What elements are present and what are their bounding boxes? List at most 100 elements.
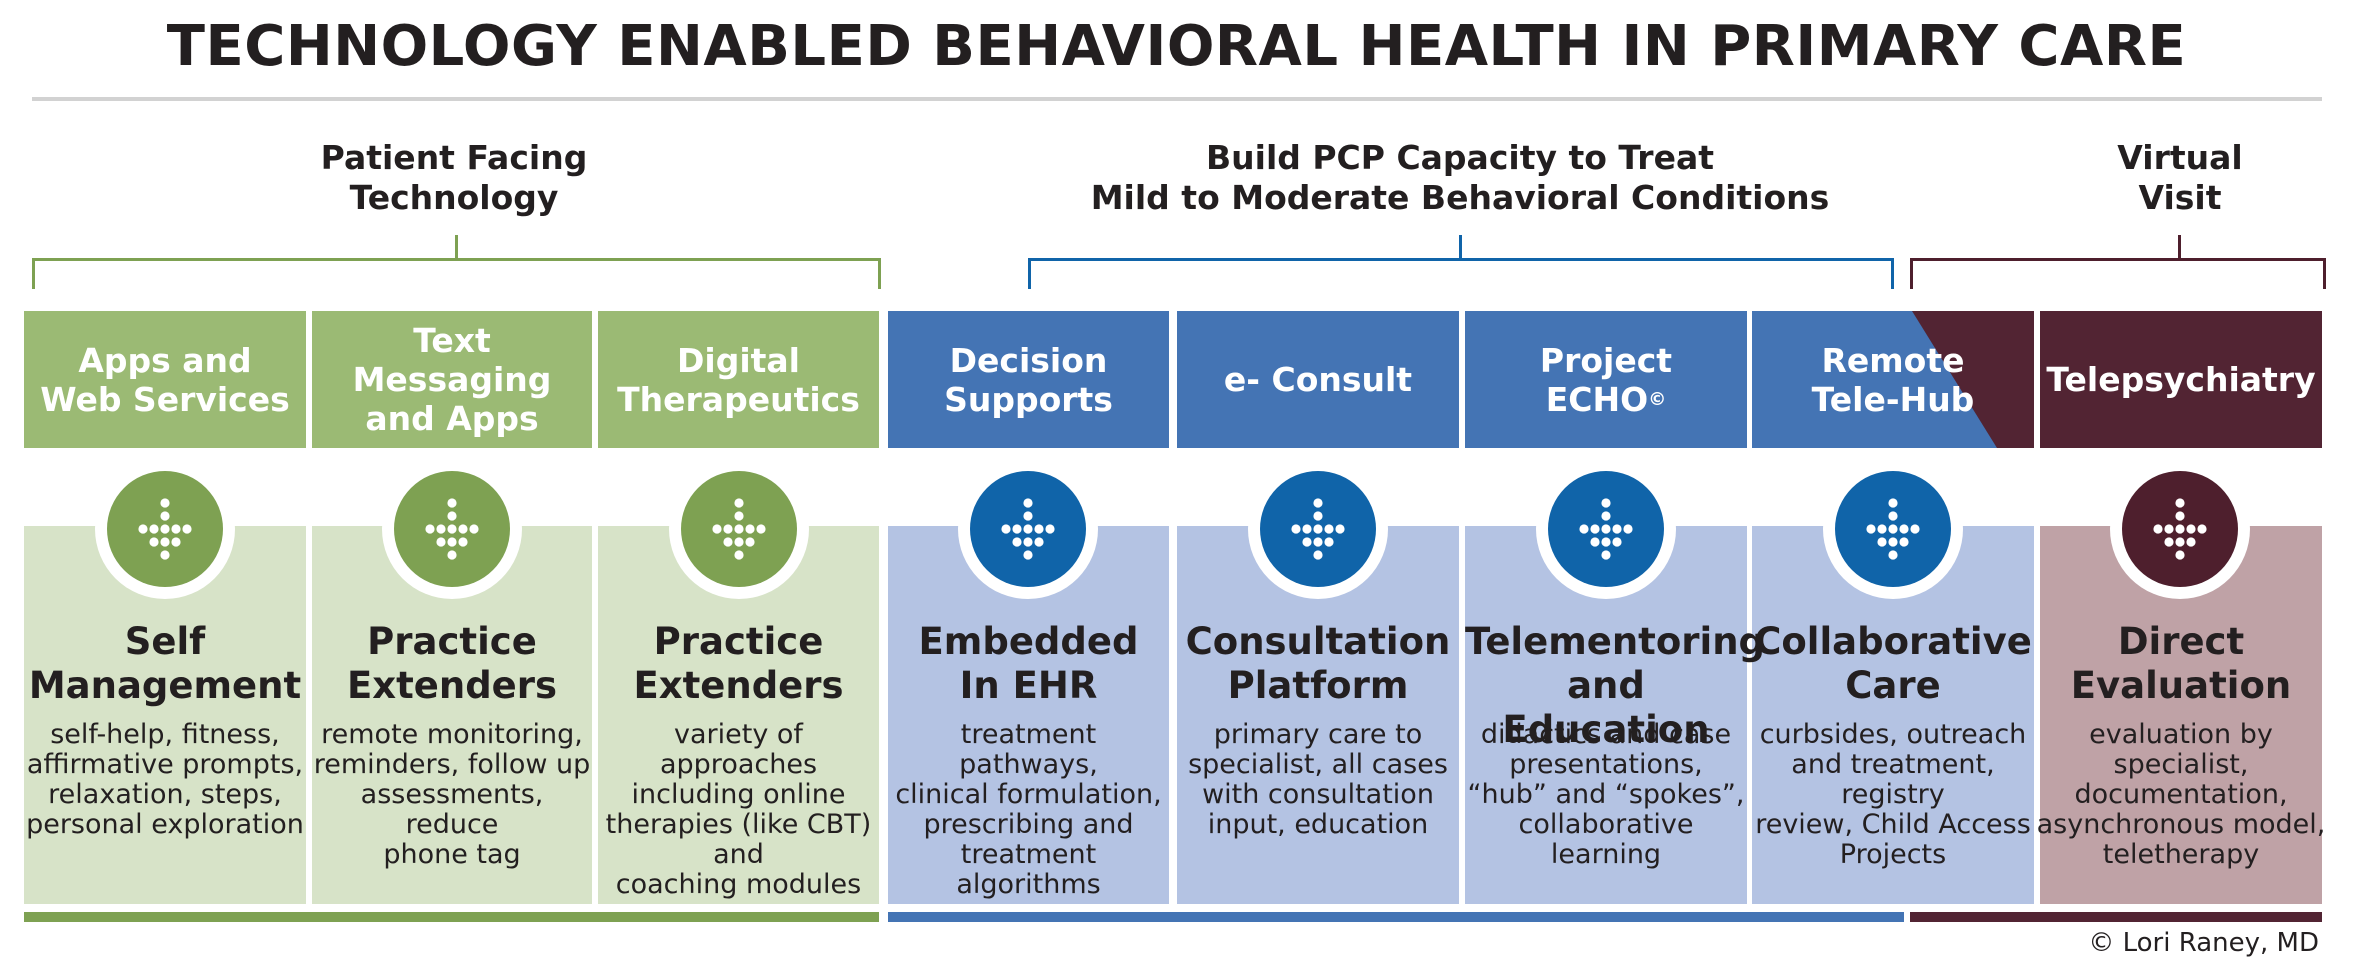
icon-dot bbox=[160, 498, 170, 508]
icon-dot bbox=[160, 550, 170, 560]
arrow-down-dots-icon bbox=[1001, 498, 1055, 560]
icon-dot bbox=[1877, 524, 1887, 534]
icon-dot bbox=[1601, 498, 1611, 508]
header-e-consult: e- Consult bbox=[1177, 311, 1459, 448]
copyright-mark: © bbox=[1648, 388, 1667, 410]
bottom-bar-green bbox=[24, 912, 879, 922]
icon-dot bbox=[745, 537, 755, 547]
icon-dot bbox=[1023, 537, 1033, 547]
icon-dot bbox=[723, 537, 733, 547]
page-title: TECHNOLOGY ENABLED BEHAVIORAL HEALTH IN … bbox=[166, 14, 2187, 79]
circle-badge-8 bbox=[2110, 459, 2250, 599]
icon-dot bbox=[1335, 524, 1345, 534]
icon-dot bbox=[734, 511, 744, 521]
circle-badge-1 bbox=[95, 459, 235, 599]
icon-dot bbox=[2186, 537, 2196, 547]
icon-dot bbox=[447, 511, 457, 521]
icon-dot bbox=[1899, 537, 1909, 547]
card-desc-6: didactics and case presentations, “hub” … bbox=[1467, 719, 1745, 870]
icon-dot bbox=[1888, 498, 1898, 508]
group-label-virtual-visit: Virtual Visit bbox=[2117, 138, 2243, 217]
arrow-down-dots-icon bbox=[1579, 498, 1633, 560]
icon-dot bbox=[1313, 550, 1323, 560]
icon-dot bbox=[1888, 550, 1898, 560]
card-desc-4: treatment pathways, clinical formulation… bbox=[895, 719, 1162, 900]
icon-dot bbox=[447, 537, 457, 547]
icon-dot bbox=[458, 537, 468, 547]
icon-dot bbox=[1910, 524, 1920, 534]
card-desc-8: evaluation by specialist, documentation,… bbox=[2036, 719, 2326, 870]
icon-dot bbox=[756, 524, 766, 534]
circle-badge-4 bbox=[958, 459, 1098, 599]
group-label-build-pcp-capacity: Build PCP Capacity to Treat Mild to Mode… bbox=[1090, 138, 1830, 217]
icon-dot bbox=[1888, 537, 1898, 547]
bottom-bar-maroon bbox=[1910, 912, 2322, 922]
icon-dot bbox=[149, 524, 159, 534]
icon-dot bbox=[1324, 537, 1334, 547]
card-title-self-management: Self Management bbox=[28, 620, 302, 707]
bracket-virtual-visit bbox=[1910, 235, 2326, 289]
icon-dot bbox=[1899, 524, 1909, 534]
header-decision-supports: Decision Supports bbox=[888, 311, 1169, 448]
icon-dot bbox=[182, 524, 192, 534]
icon-dot bbox=[1034, 524, 1044, 534]
header-project-echo-label: Project ECHO bbox=[1539, 340, 1673, 419]
card-title-embedded-in-ehr: Embedded In EHR bbox=[918, 620, 1139, 707]
icon-dot bbox=[447, 550, 457, 560]
icon-dot bbox=[1001, 524, 1011, 534]
arrow-down-dots-icon bbox=[1866, 498, 1920, 560]
copyright-credit: © Lori Raney, MD bbox=[2088, 928, 2319, 958]
icon-dot bbox=[2164, 537, 2174, 547]
circle-badge-3 bbox=[669, 459, 809, 599]
icon-dot bbox=[2153, 524, 2163, 534]
arrow-down-dots-icon bbox=[712, 498, 766, 560]
icon-dot bbox=[1045, 524, 1055, 534]
icon-dot bbox=[160, 537, 170, 547]
header-apps-web-services: Apps and Web Services bbox=[24, 311, 306, 448]
icon-dot bbox=[458, 524, 468, 534]
icon-dot bbox=[1034, 537, 1044, 547]
icon-dot bbox=[1877, 537, 1887, 547]
icon-dot bbox=[2175, 498, 2185, 508]
arrow-down-dots-icon bbox=[1291, 498, 1345, 560]
icon-dot bbox=[447, 498, 457, 508]
header-text-messaging: Text Messaging and Apps bbox=[312, 311, 592, 448]
icon-dot bbox=[2175, 524, 2185, 534]
icon-dot bbox=[149, 537, 159, 547]
circle-badge-5 bbox=[1248, 459, 1388, 599]
icon-dot bbox=[723, 524, 733, 534]
icon-dot bbox=[2175, 537, 2185, 547]
icon-dot bbox=[1590, 537, 1600, 547]
icon-dot bbox=[138, 524, 148, 534]
icon-dot bbox=[1313, 511, 1323, 521]
icon-dot bbox=[425, 524, 435, 534]
icon-dot bbox=[1612, 524, 1622, 534]
card-title-direct-evaluation: Direct Evaluation bbox=[2070, 620, 2292, 707]
card-title-consultation-platform: Consultation Platform bbox=[1185, 620, 1451, 707]
icon-dot bbox=[2197, 524, 2207, 534]
bracket-build-pcp-capacity bbox=[1028, 235, 1894, 289]
card-desc-5: primary care to specialist, all cases wi… bbox=[1188, 719, 1448, 840]
icon-dot bbox=[1888, 524, 1898, 534]
header-digital-therapeutics: Digital Therapeutics bbox=[598, 311, 879, 448]
icon-dot bbox=[436, 537, 446, 547]
icon-dot bbox=[745, 524, 755, 534]
header-telepsychiatry: Telepsychiatry bbox=[2040, 311, 2322, 448]
card-title-collaborative-care: Collaborative Care bbox=[1754, 620, 2032, 707]
icon-dot bbox=[734, 498, 744, 508]
icon-dot bbox=[1291, 524, 1301, 534]
card-title-practice-extenders-2: Practice Extenders bbox=[633, 620, 844, 707]
icon-dot bbox=[171, 524, 181, 534]
icon-dot bbox=[1590, 524, 1600, 534]
icon-dot bbox=[1023, 524, 1033, 534]
icon-dot bbox=[1313, 524, 1323, 534]
card-desc-1: self-help, fitness, affirmative prompts,… bbox=[26, 719, 304, 840]
icon-dot bbox=[2175, 511, 2185, 521]
card-desc-3: variety of approaches including online t… bbox=[605, 719, 872, 900]
icon-dot bbox=[1612, 537, 1622, 547]
icon-dot bbox=[1012, 537, 1022, 547]
icon-dot bbox=[1601, 537, 1611, 547]
icon-dot bbox=[2164, 524, 2174, 534]
circle-badge-6 bbox=[1536, 459, 1676, 599]
bottom-bar-blue bbox=[888, 912, 1904, 922]
